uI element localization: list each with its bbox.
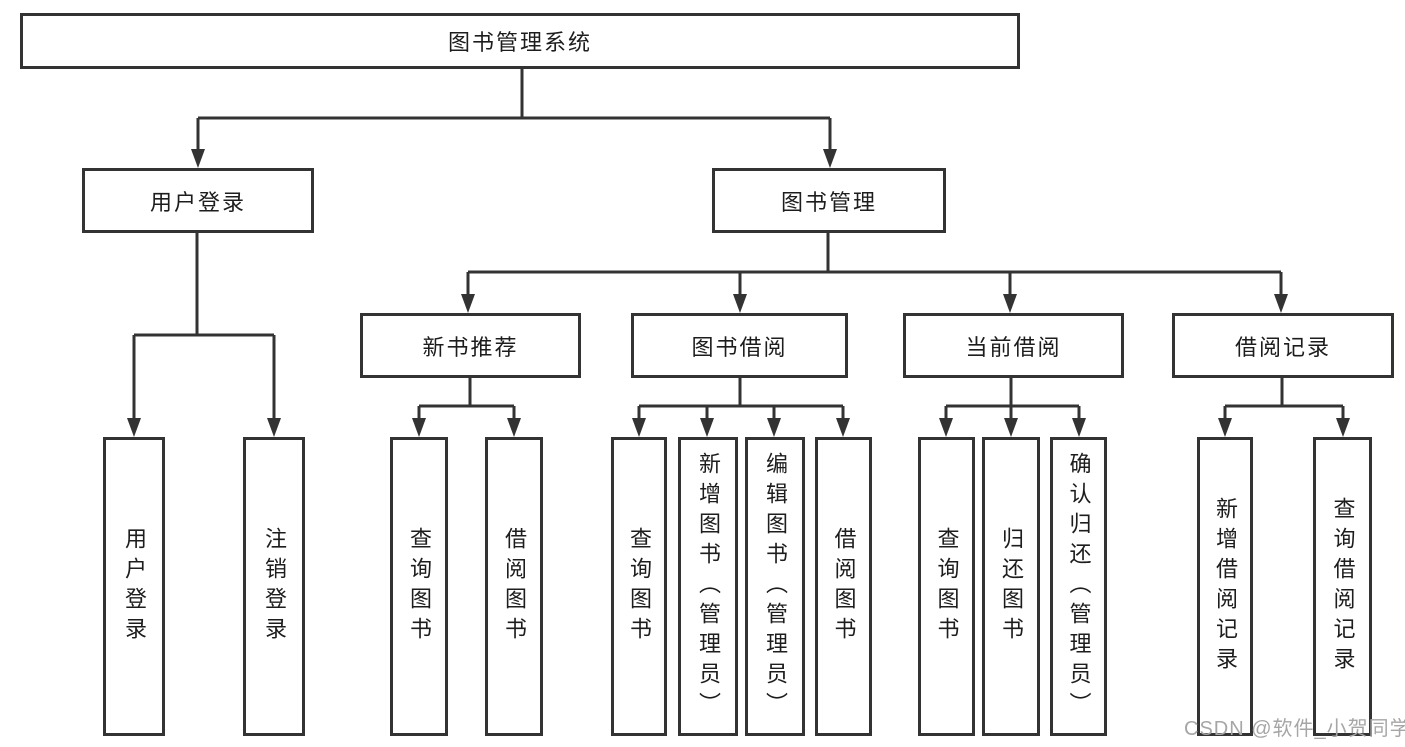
leaf-query-books-borrowing: 查询图书 [611, 437, 667, 736]
csdn-watermark: CSDN @软件_小贺同学 [1184, 718, 1405, 740]
node-current-borrowing: 当前借阅 [903, 313, 1124, 378]
leaf-edit-books-admin: 编辑图书（管理员） [745, 437, 805, 736]
node-book-management: 图书管理 [712, 168, 946, 233]
leaf-user-login: 用户登录 [103, 437, 165, 736]
node-library-management-system: 图书管理系统 [20, 13, 1020, 69]
leaf-add-borrow-record: 新增借阅记录 [1197, 437, 1253, 736]
leaf-query-books-current: 查询图书 [918, 437, 975, 736]
leaf-return-books: 归还图书 [982, 437, 1040, 736]
node-book-borrowing: 图书借阅 [631, 313, 848, 378]
node-new-book-recommendation: 新书推荐 [360, 313, 581, 378]
leaf-borrow-books-recommend: 借阅图书 [485, 437, 543, 736]
leaf-query-borrow-record: 查询借阅记录 [1313, 437, 1372, 736]
leaf-confirm-return-admin: 确认归还（管理员） [1050, 437, 1107, 736]
node-user-login: 用户登录 [82, 168, 314, 233]
node-borrowing-records: 借阅记录 [1172, 313, 1394, 378]
leaf-borrow-books-borrowing: 借阅图书 [815, 437, 872, 736]
leaf-logout: 注销登录 [243, 437, 305, 736]
leaf-query-books-recommend: 查询图书 [390, 437, 448, 736]
leaf-add-books-admin: 新增图书（管理员） [678, 437, 738, 736]
